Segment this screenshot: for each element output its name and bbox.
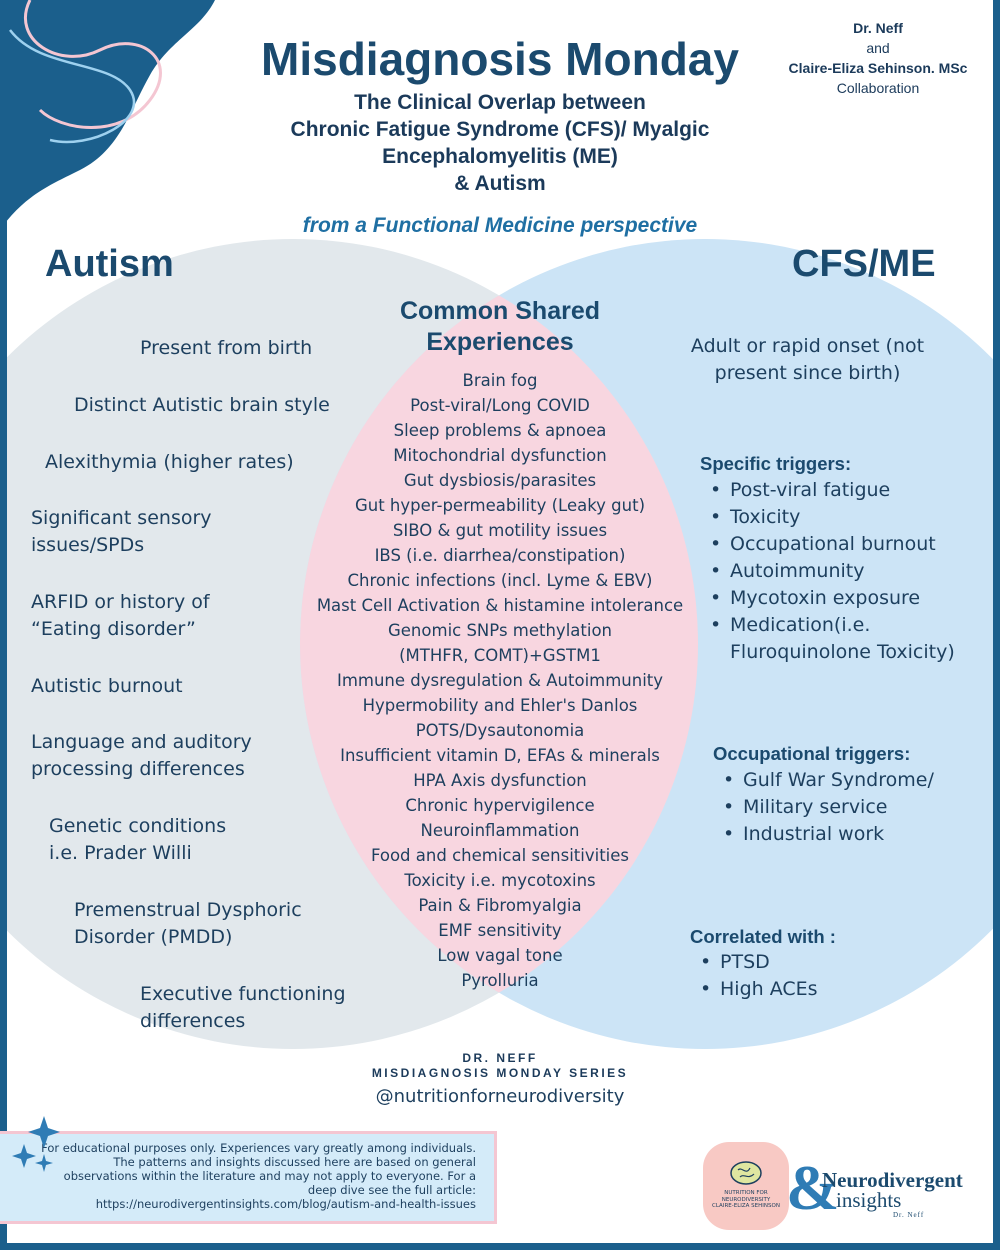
shared-item: Gut hyper-permeability (Leaky gut)	[354, 496, 646, 515]
autism-item: Executive functioning differences	[140, 983, 346, 1032]
overlap-region	[300, 239, 698, 1049]
corner-wave-decoration	[0, 0, 215, 230]
shared-item: Genomic SNPs methylation	[388, 621, 612, 640]
shared-item: Gut dysbiosis/parasites	[403, 471, 597, 490]
disclaimer-text: For educational purposes only. Experienc…	[41, 1141, 476, 1211]
credit-collaboration: Collaboration	[836, 80, 920, 96]
shared-heading: Common Shared Experiences	[399, 297, 601, 356]
shared-item: Mitochondrial dysfunction	[393, 446, 607, 465]
shared-item: Post-viral/Long COVID	[410, 396, 590, 415]
shared-item: Food and chemical sensitivities	[370, 846, 630, 865]
subtitle-line-1: The Clinical Overlap between	[354, 91, 646, 114]
nutrition-logo-text: NUTRITION FOR NEURODIVERSITY CLAIRE-ELIZ…	[712, 1190, 780, 1209]
autism-item: Autistic burnout	[31, 675, 183, 697]
shared-item: Sleep problems & apnoea	[393, 421, 607, 440]
brand-name-line-2: insights	[836, 1188, 902, 1212]
autism-item: Premenstrual Dysphoric Disorder (PMDD)	[74, 899, 302, 948]
subtitle-line-4: & Autism	[454, 172, 546, 195]
shared-item: Pyrolluria	[461, 971, 539, 990]
correlated-heading: Correlated with :	[690, 926, 836, 947]
brain-icon	[730, 1161, 762, 1185]
shared-item: IBS (i.e. diarrhea/constipation)	[374, 546, 626, 565]
cfs-heading: CFS/ME	[792, 243, 936, 285]
shared-item: SIBO & gut motility issues	[392, 521, 608, 540]
autism-item: Distinct Autistic brain style	[74, 394, 330, 416]
sparkle-icon	[12, 1116, 60, 1172]
correlated-item: High ACEs	[696, 976, 818, 1003]
disclaimer-box	[0, 1131, 497, 1224]
specific-trigger-item: Post-viral fatigue	[706, 477, 970, 504]
shared-item: EMF sensitivity	[438, 921, 562, 940]
tagline: from a Functional Medicine perspective	[302, 214, 698, 237]
shared-item: Chronic infections (incl. Lyme & EBV)	[347, 571, 653, 590]
occupational-trigger-item: Military service	[719, 794, 934, 821]
nutrition-logo	[703, 1142, 789, 1230]
brand-name-line-3: Dr. Neff	[893, 1211, 925, 1219]
footer-author: DR. NEFF	[462, 1051, 538, 1065]
brand-name-line-1: Neurodivergent	[822, 1168, 963, 1192]
autism-item: Present from birth	[140, 337, 313, 359]
page-title: Misdiagnosis Monday	[261, 33, 739, 85]
cfs-onset: Adult or rapid onset (not present since …	[690, 335, 925, 384]
autism-item: Genetic conditions i.e. Prader Willi	[49, 815, 227, 864]
occupational-trigger-item: Gulf War Syndrome/	[719, 767, 934, 794]
correlated-list: PTSD High ACEs	[696, 949, 818, 1003]
autism-item: Alexithymia (higher rates)	[45, 451, 294, 473]
specific-trigger-item: Medication(i.e. Fluroquinolone Toxicity)	[706, 612, 970, 666]
autism-item: Significant sensory issues/SPDs	[31, 507, 212, 556]
shared-item: Insufficient vitamin D, EFAs & minerals	[340, 746, 660, 765]
shared-item: Mast Cell Activation & histamine intoler…	[316, 596, 684, 615]
specific-triggers-list: Post-viral fatigue Toxicity Occupational…	[706, 477, 970, 666]
shared-item: Pain & Fibromyalgia	[418, 896, 582, 915]
shared-item: POTS/Dysautonomia	[415, 721, 585, 740]
autism-heading: Autism	[45, 243, 174, 285]
shared-item: Immune dysregulation & Autoimmunity	[336, 671, 664, 690]
shared-item: (MTHFR, COMT)+GSTM1	[399, 646, 601, 665]
specific-trigger-item: Autoimmunity	[706, 558, 970, 585]
shared-item: Low vagal tone	[437, 946, 563, 965]
ampersand: &	[786, 1152, 840, 1223]
specific-triggers-heading: Specific triggers:	[700, 453, 852, 474]
autism-item: ARFID or history of “Eating disorder”	[31, 591, 210, 640]
footer-series: MISDIAGNOSIS MONDAY SERIES	[371, 1066, 629, 1080]
credit-coauthor: Claire-Eliza Sehinson. MSc	[788, 60, 968, 76]
correlated-item: PTSD	[696, 949, 818, 976]
shared-item: Toxicity i.e. mycotoxins	[404, 871, 596, 890]
occupational-triggers-heading: Occupational triggers:	[713, 743, 911, 764]
autism-item: Language and auditory processing differe…	[31, 731, 252, 780]
credit-and: and	[866, 40, 890, 56]
specific-trigger-item: Occupational burnout	[706, 531, 970, 558]
social-handle: @nutritionforneurodiversity	[375, 1086, 625, 1107]
shared-item: HPA Axis dysfunction	[413, 771, 587, 790]
shared-item: Chronic hypervigilence	[405, 796, 595, 815]
specific-trigger-item: Toxicity	[706, 504, 970, 531]
credit-author: Dr. Neff	[853, 20, 903, 36]
subtitle-line-3: Encephalomyelitis (ME)	[382, 145, 618, 168]
occupational-trigger-item: Industrial work	[719, 821, 934, 848]
shared-item: Hypermobility and Ehler's Danlos	[362, 696, 638, 715]
specific-trigger-item: Mycotoxin exposure	[706, 585, 970, 612]
subtitle-line-2: Chronic Fatigue Syndrome (CFS)/ Myalgic	[290, 118, 710, 141]
occupational-triggers-list: Gulf War Syndrome/ Military service Indu…	[719, 767, 934, 848]
shared-item: Neuroinflammation	[420, 821, 580, 840]
shared-item: Brain fog	[462, 371, 538, 390]
